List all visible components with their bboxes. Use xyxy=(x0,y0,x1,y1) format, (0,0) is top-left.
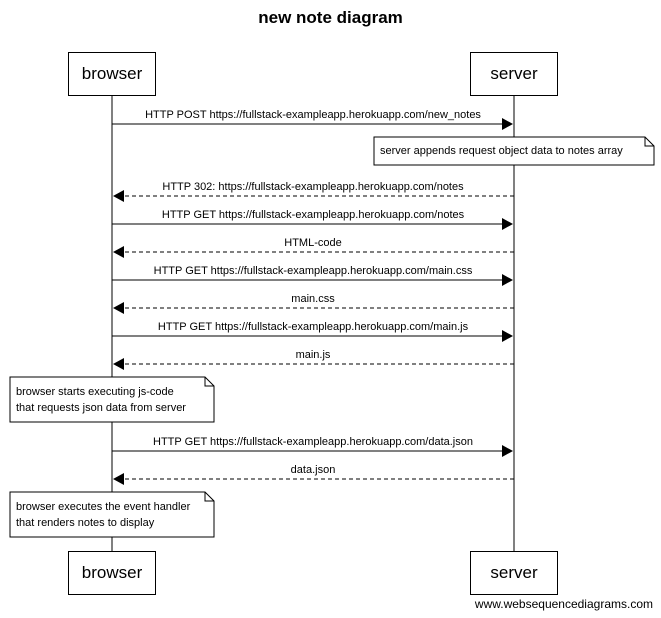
message-label-10: data.json xyxy=(290,464,336,476)
arrowhead-6 xyxy=(113,302,124,314)
note-2-line-2: that requests json data from server xyxy=(16,401,186,414)
arrowhead-1 xyxy=(502,118,513,130)
arrowhead-10 xyxy=(113,473,124,485)
note-fold-3 xyxy=(204,492,214,502)
message-label-5: HTTP GET https://fullstack-exampleapp.he… xyxy=(153,265,473,277)
message-label-2: HTTP 302: https://fullstack-exampleapp.h… xyxy=(162,181,464,193)
arrowhead-2 xyxy=(113,190,124,202)
message-label-3: HTTP GET https://fullstack-exampleapp.he… xyxy=(161,209,465,221)
browser-actor-bottom: browser xyxy=(68,551,156,595)
arrowhead-9 xyxy=(502,445,513,457)
arrowhead-5 xyxy=(502,274,513,286)
note-3-line-1: browser executes the event handler xyxy=(16,500,191,513)
message-label-8: main.js xyxy=(295,349,331,361)
server-actor-top: server xyxy=(470,52,558,96)
message-label-9: HTTP GET https://fullstack-exampleapp.he… xyxy=(153,436,473,448)
message-label-1: HTTP POST https://fullstack-exampleapp.h… xyxy=(145,109,481,121)
note-3-line-2: that renders notes to display xyxy=(16,516,155,529)
arrowhead-3 xyxy=(502,218,513,230)
arrowhead-4 xyxy=(113,246,124,258)
note-box-2 xyxy=(9,376,215,423)
note-2-line-1: browser starts executing js-code xyxy=(16,385,174,398)
note-1-line-1: server appends request object data to no… xyxy=(380,145,623,157)
notes-layer xyxy=(9,136,655,538)
diagram-title: new note diagram xyxy=(258,8,403,27)
messages-layer xyxy=(112,118,514,485)
message-label-6: main.css xyxy=(291,293,335,305)
note-fold-1 xyxy=(644,137,654,147)
message-label-7: HTTP GET https://fullstack-exampleapp.he… xyxy=(157,321,469,333)
watermark: www.websequencediagrams.com xyxy=(474,597,653,611)
note-fold-2 xyxy=(204,377,214,387)
note-box-1 xyxy=(373,136,655,166)
arrowhead-7 xyxy=(502,330,513,342)
message-label-4: HTML-code xyxy=(284,237,342,249)
browser-actor-top: browser xyxy=(68,52,156,96)
arrowhead-8 xyxy=(113,358,124,370)
note-box-3 xyxy=(9,491,215,538)
server-actor-bottom: server xyxy=(470,551,558,595)
